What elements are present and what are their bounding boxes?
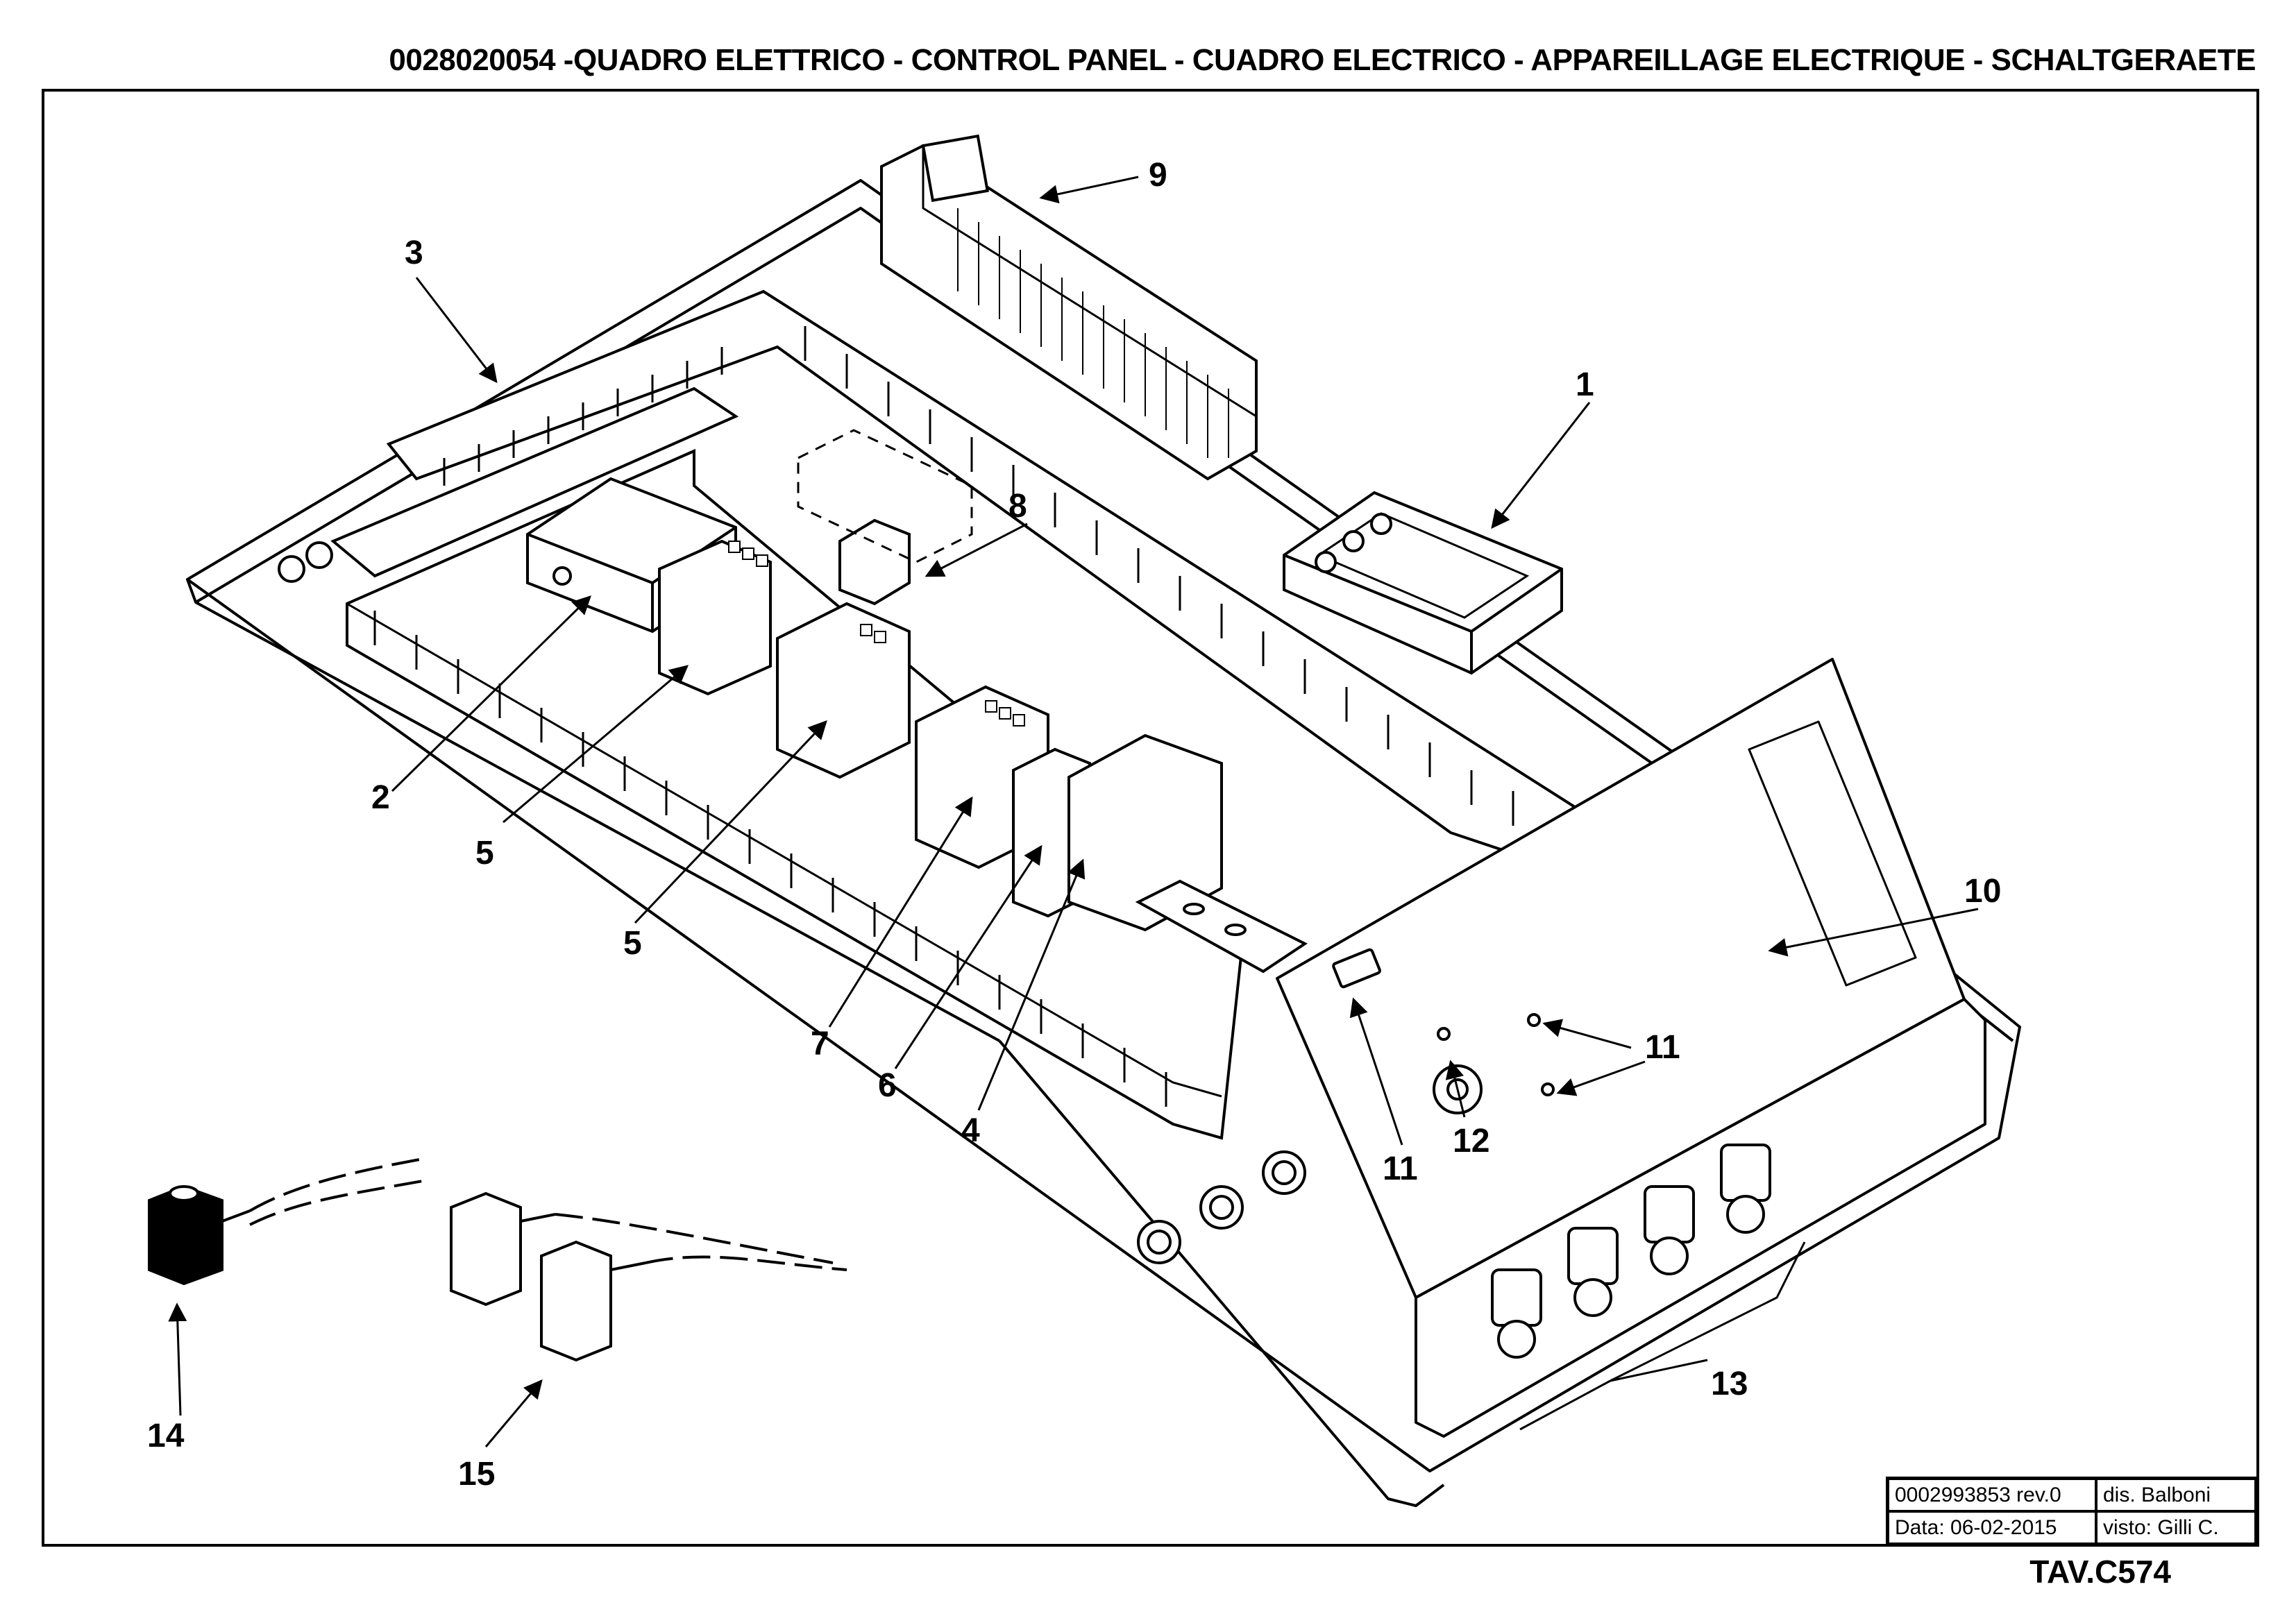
front-panel — [1276, 658, 1986, 1438]
solenoid-connector-15 — [450, 1191, 847, 1362]
terminal-block-strip — [880, 134, 1258, 481]
callout-10: 10 — [1964, 873, 2001, 910]
drawing-frame — [42, 89, 2259, 1547]
page-title: 0028020054 -QUADRO ELETTRICO - CONTROL P… — [389, 43, 2256, 77]
drawing-date: Data: 06-02-2015 — [1888, 1511, 2096, 1544]
terminal-block-ridges — [957, 208, 1229, 458]
drawing-number: 0002993853 rev.0 — [1888, 1479, 2096, 1511]
callout-11a: 11 — [1645, 1029, 1680, 1066]
relay-dashed-outline — [797, 429, 973, 563]
callout-6: 6 — [878, 1067, 897, 1104]
callout-1: 1 — [1576, 366, 1594, 403]
duct-slots-rear — [443, 326, 1514, 826]
panel-switches — [1491, 1144, 1771, 1359]
title-block: 0002993853 rev.0 dis. Balboni Data: 06-0… — [1886, 1477, 2258, 1546]
callout-11b: 11 — [1383, 1150, 1418, 1187]
drawn-by: dis. Balboni — [2096, 1479, 2256, 1511]
callout-13: 13 — [1711, 1366, 1748, 1402]
contactor-terminals — [728, 541, 1025, 726]
callout-14: 14 — [147, 1418, 185, 1454]
cable-duct-front — [330, 386, 1244, 1140]
callout-5a: 5 — [475, 835, 494, 872]
leader-lines — [168, 176, 1979, 1447]
callout-5b: 5 — [623, 925, 642, 962]
checked-by: visto: Gilli C. — [2096, 1511, 2256, 1544]
duct-slots-front — [373, 611, 1167, 1107]
callout-12: 12 — [1453, 1123, 1489, 1159]
table-reference: TAV.C574 — [2029, 1554, 2171, 1590]
callout-2: 2 — [371, 779, 390, 816]
callout-15: 15 — [458, 1456, 495, 1493]
junction-box — [1283, 491, 1563, 675]
din-rail — [1135, 879, 1308, 974]
cable-glands — [278, 541, 1306, 1264]
callout-7: 7 — [811, 1026, 829, 1062]
callout-labels: 1 2 3 4 5 5 6 7 8 9 10 11 11 12 13 14 15 — [147, 157, 2001, 1493]
solenoid-connector-14 — [148, 1157, 431, 1286]
callout-9: 9 — [1149, 157, 1167, 194]
callout-4: 4 — [961, 1112, 980, 1149]
callout-8: 8 — [1008, 488, 1027, 525]
callout-3: 3 — [405, 235, 423, 271]
bracket-13 — [1519, 1241, 1806, 1431]
